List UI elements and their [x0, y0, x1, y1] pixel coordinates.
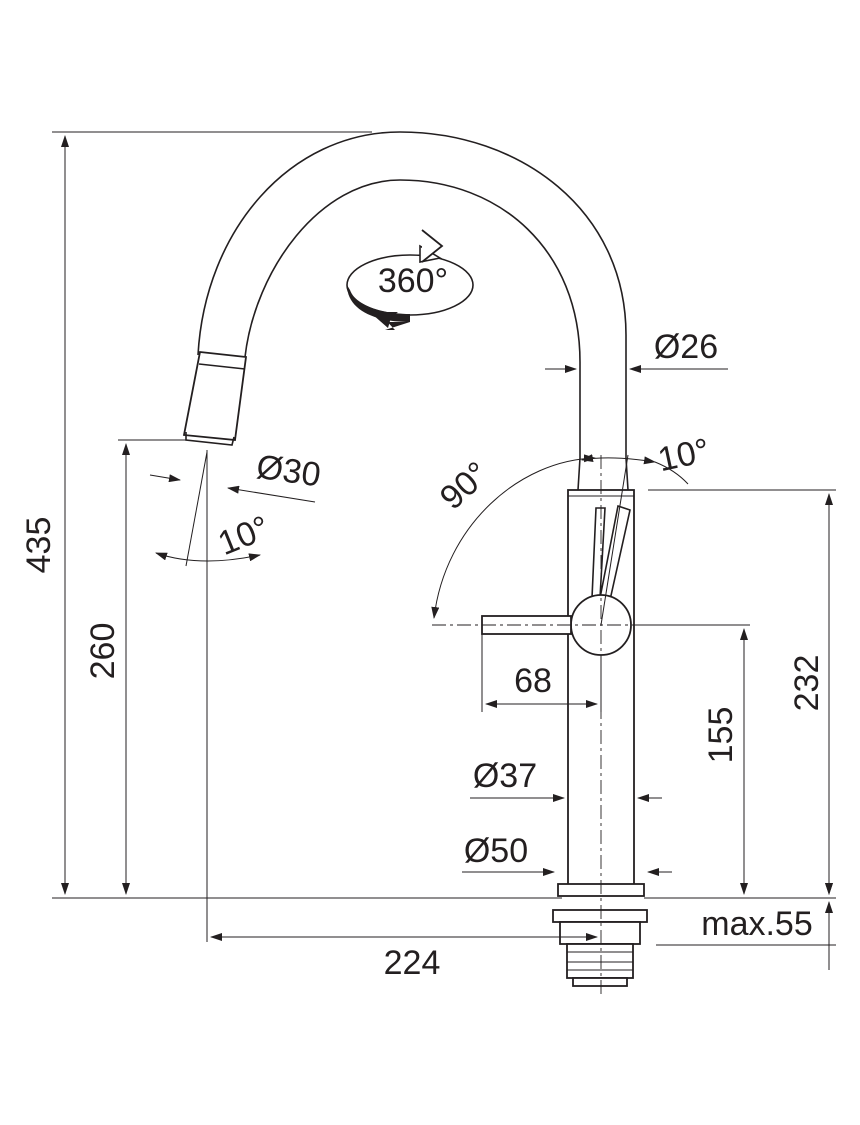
- spout-inner-curve: [244, 179, 581, 458]
- center-lines: [185, 450, 632, 995]
- label-lever-tilt: 10°: [655, 431, 713, 479]
- mounting-nut: [552, 909, 648, 923]
- label-base-diameter: Ø50: [464, 832, 528, 870]
- label-reach: 224: [384, 944, 441, 982]
- label-lever-length: 68: [514, 662, 552, 700]
- label-spray-tilt: 10°: [213, 509, 275, 563]
- spout-outer-curve: [197, 131, 627, 458]
- label-mount-depth: max.55: [701, 905, 813, 943]
- label-body-diameter: Ø37: [473, 757, 537, 795]
- dim-spray-tilt-arc: [155, 552, 261, 562]
- dim-spray-diameter: [149, 474, 181, 483]
- spray-head-ring: [198, 363, 246, 370]
- dimension-labels: 435 260 232 155 max.55 224 68 Ø26 Ø30 Ø3…: [20, 262, 826, 982]
- lever-tilt-line: [600, 454, 629, 626]
- hose-fitting: [572, 977, 628, 987]
- mounting-shank: [559, 921, 641, 945]
- dim-lever-swing-arc: [431, 454, 596, 619]
- rotation-arrow-icon: [346, 229, 474, 330]
- label-lever-height: 155: [702, 707, 740, 764]
- body-neck: [577, 457, 629, 491]
- label-rotation: 360°: [378, 262, 448, 300]
- faucet-outline: [182, 131, 648, 987]
- label-spray-diameter: Ø30: [254, 448, 323, 495]
- dimension-lines: [52, 131, 836, 970]
- spray-head: [182, 351, 248, 441]
- label-spout-diameter: Ø26: [654, 328, 718, 366]
- spray-tilt-line: [185, 451, 208, 567]
- mounting-connector: [566, 943, 634, 979]
- label-body-height: 232: [788, 655, 826, 712]
- label-spout-height: 260: [84, 623, 122, 680]
- label-overall-height: 435: [20, 517, 58, 574]
- spray-nozzle: [185, 432, 235, 446]
